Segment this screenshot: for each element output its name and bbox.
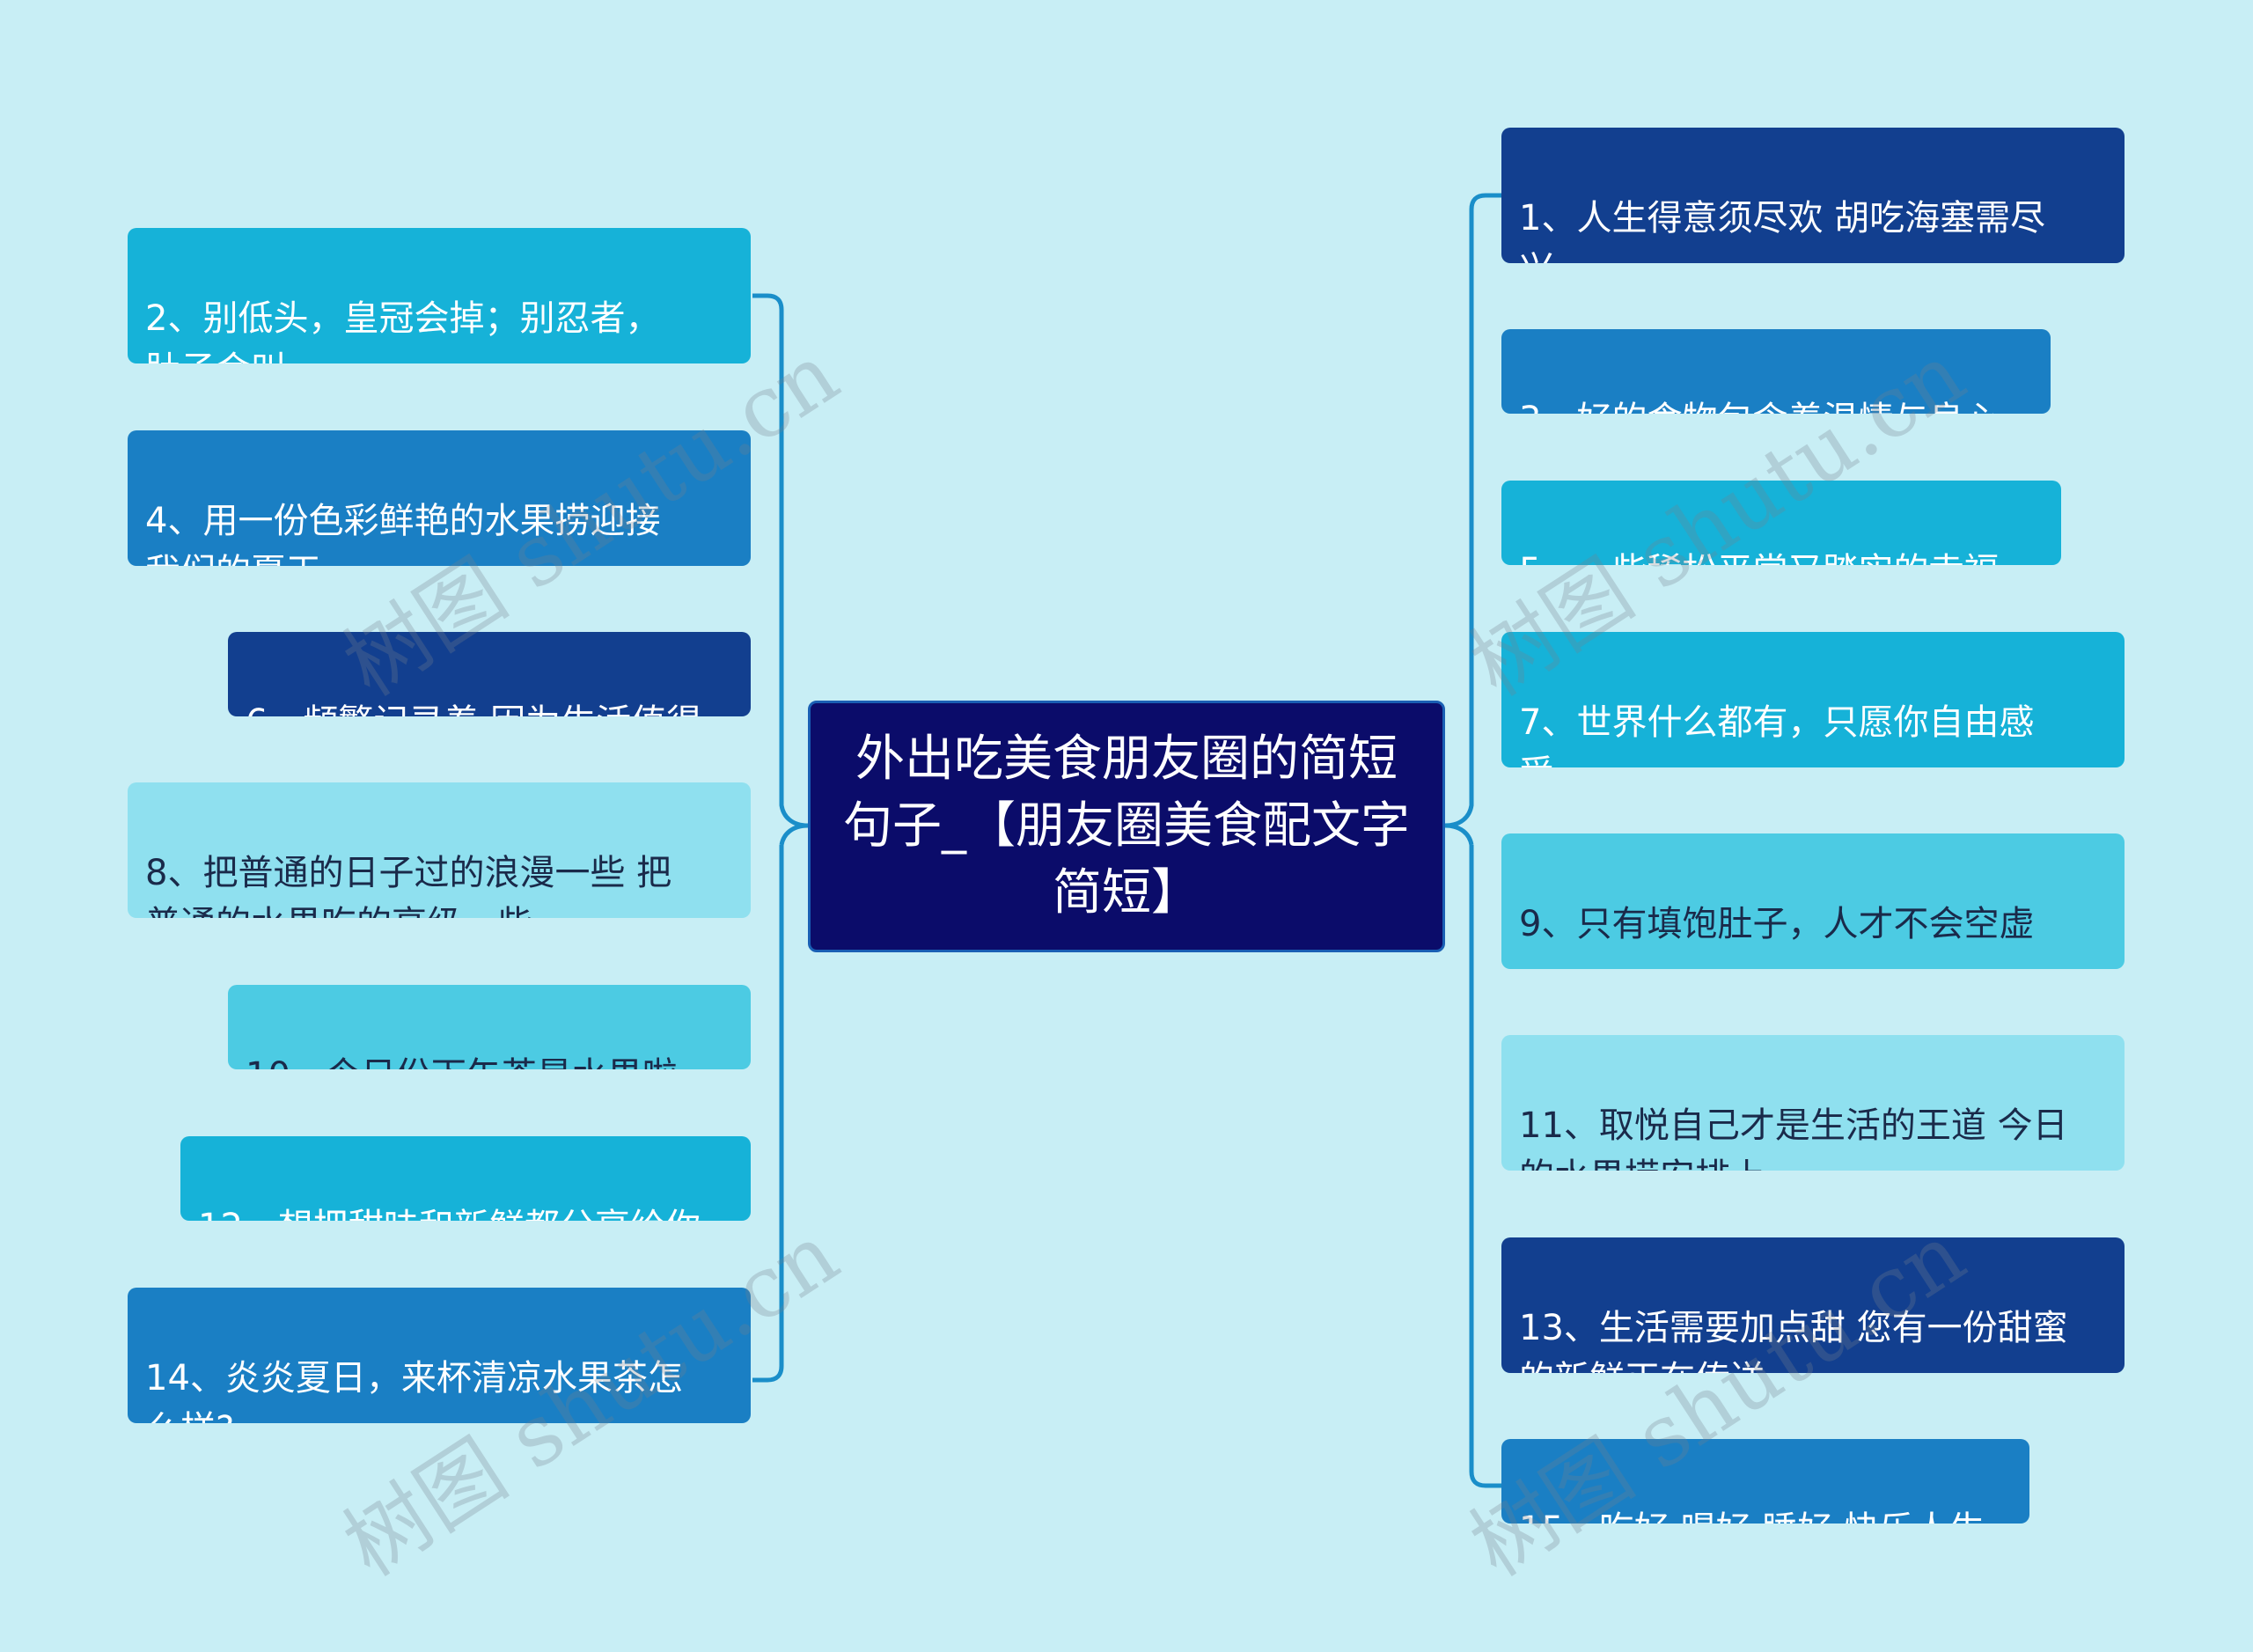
node-text: 6、频繁记录着 因为生活值得 xyxy=(246,702,701,716)
right-node-5[interactable]: 5、一些稀松平常又踏实的幸福 xyxy=(1501,481,2061,565)
node-text: 10、今日份下午茶是水果啦~ xyxy=(246,1055,707,1069)
node-text: 3、好的食物包含着温情与良心 xyxy=(1519,400,1999,414)
node-text: 5、一些稀松平常又踏实的幸福 xyxy=(1519,551,1999,565)
right-node-3[interactable]: 3、好的食物包含着温情与良心 xyxy=(1501,329,2051,414)
node-text: 15、吃好 喝好 睡好 快乐人生 xyxy=(1519,1509,1985,1524)
right-branch-connector xyxy=(1444,193,1501,1488)
central-topic-node[interactable]: 外出吃美食朋友圈的简短 句子_【朋友圈美食配文字 简短】 xyxy=(808,701,1445,952)
right-node-15[interactable]: 15、吃好 喝好 睡好 快乐人生 xyxy=(1501,1439,2029,1524)
left-node-2[interactable]: 2、别低头，皇冠会掉；别忍者， 肚子会叫 xyxy=(128,228,751,363)
node-text: 8、把普通的日子过的浪漫一些 把 普通的水果吃的高级一些 xyxy=(145,853,672,918)
node-text: 1、人生得意须尽欢 胡吃海塞需尽 兴 xyxy=(1519,198,2046,263)
right-node-7[interactable]: 7、世界什么都有，只愿你自由感 受。 xyxy=(1501,632,2125,767)
left-node-12[interactable]: 12、想把甜味和新鲜都分享给你 xyxy=(180,1136,751,1221)
left-branch-connector xyxy=(752,293,809,1383)
left-node-6[interactable]: 6、频繁记录着 因为生活值得 xyxy=(228,632,751,716)
right-node-9[interactable]: 9、只有填饱肚子，人才不会空虚 、 xyxy=(1501,833,2125,969)
node-text: 12、想把甜味和新鲜都分享给你 xyxy=(198,1207,701,1221)
right-node-11[interactable]: 11、取悦自己才是生活的王道 今日 的水果捞安排上 xyxy=(1501,1035,2125,1171)
node-text: 13、生活需要加点甜 您有一份甜蜜 的新鲜正在传送... xyxy=(1519,1308,2068,1373)
node-text: 14、炎炎夏日，来杯清凉水果茶怎 么样? xyxy=(145,1358,683,1423)
left-node-14[interactable]: 14、炎炎夏日，来杯清凉水果茶怎 么样? xyxy=(128,1288,751,1423)
left-node-8[interactable]: 8、把普通的日子过的浪漫一些 把 普通的水果吃的高级一些 xyxy=(128,782,751,918)
node-text: 11、取悦自己才是生活的王道 今日 的水果捞安排上 xyxy=(1519,1105,2068,1171)
left-node-10[interactable]: 10、今日份下午茶是水果啦~ xyxy=(228,985,751,1069)
right-node-1[interactable]: 1、人生得意须尽欢 胡吃海塞需尽 兴 xyxy=(1501,128,2125,263)
node-text: 7、世界什么都有，只愿你自由感 受。 xyxy=(1519,702,2035,767)
node-text: 2、别低头，皇冠会掉；别忍者， 肚子会叫 xyxy=(145,298,661,363)
central-topic-text: 外出吃美食朋友圈的简短 句子_【朋友圈美食配文字 简短】 xyxy=(843,731,1410,921)
right-node-13[interactable]: 13、生活需要加点甜 您有一份甜蜜 的新鲜正在传送... xyxy=(1501,1237,2125,1373)
left-node-4[interactable]: 4、用一份色彩鲜艳的水果捞迎接 我们的夏天 xyxy=(128,430,751,566)
node-text: 4、用一份色彩鲜艳的水果捞迎接 我们的夏天 xyxy=(145,501,661,566)
node-text: 9、只有填饱肚子，人才不会空虚 、 xyxy=(1519,904,2035,969)
